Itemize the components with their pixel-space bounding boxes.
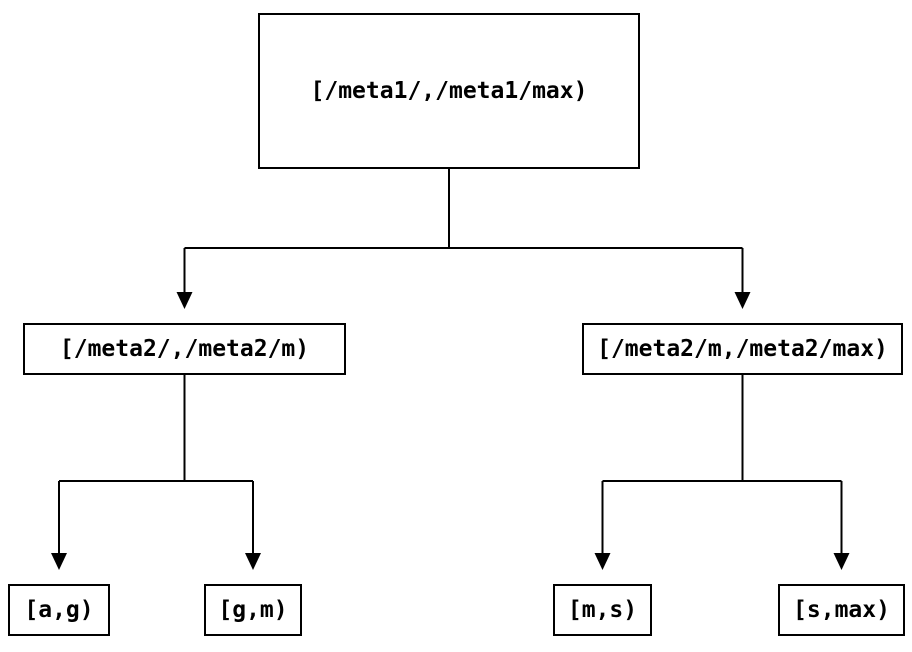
tree-node-label: [/meta2/m,/meta2/max) (597, 335, 888, 362)
edge-root-to-children (183, 169, 744, 293)
tree-node-label: [s,max) (793, 596, 890, 623)
tree-node-right: [/meta2/m,/meta2/max) (582, 323, 903, 375)
edge-right-to-leaves (601, 375, 843, 554)
arrow-down-icon (176, 292, 193, 309)
tree-node-label: [m,s) (567, 596, 638, 623)
tree-leaf-smax: [s,max) (778, 584, 905, 636)
arrow-down-icon (51, 553, 67, 570)
arrow-down-icon (833, 553, 850, 570)
tree-node-label: [/meta1/,/meta1/max) (310, 77, 588, 104)
arrow-down-icon (594, 553, 611, 570)
tree-node-label: [g,m) (218, 596, 288, 623)
tree-node-left: [/meta2/,/meta2/m) (23, 323, 346, 375)
arrow-down-icon (245, 553, 261, 570)
tree-node-label: [/meta2/,/meta2/m) (59, 335, 310, 362)
tree-leaf-ag: [a,g) (8, 584, 110, 636)
tree-node-root: [/meta1/,/meta1/max) (258, 13, 640, 169)
tree-leaf-ms: [m,s) (553, 584, 652, 636)
tree-leaf-gm: [g,m) (204, 584, 302, 636)
edge-left-to-leaves (58, 375, 254, 554)
tree-node-label: [a,g) (24, 596, 94, 623)
arrow-down-icon (734, 292, 751, 309)
